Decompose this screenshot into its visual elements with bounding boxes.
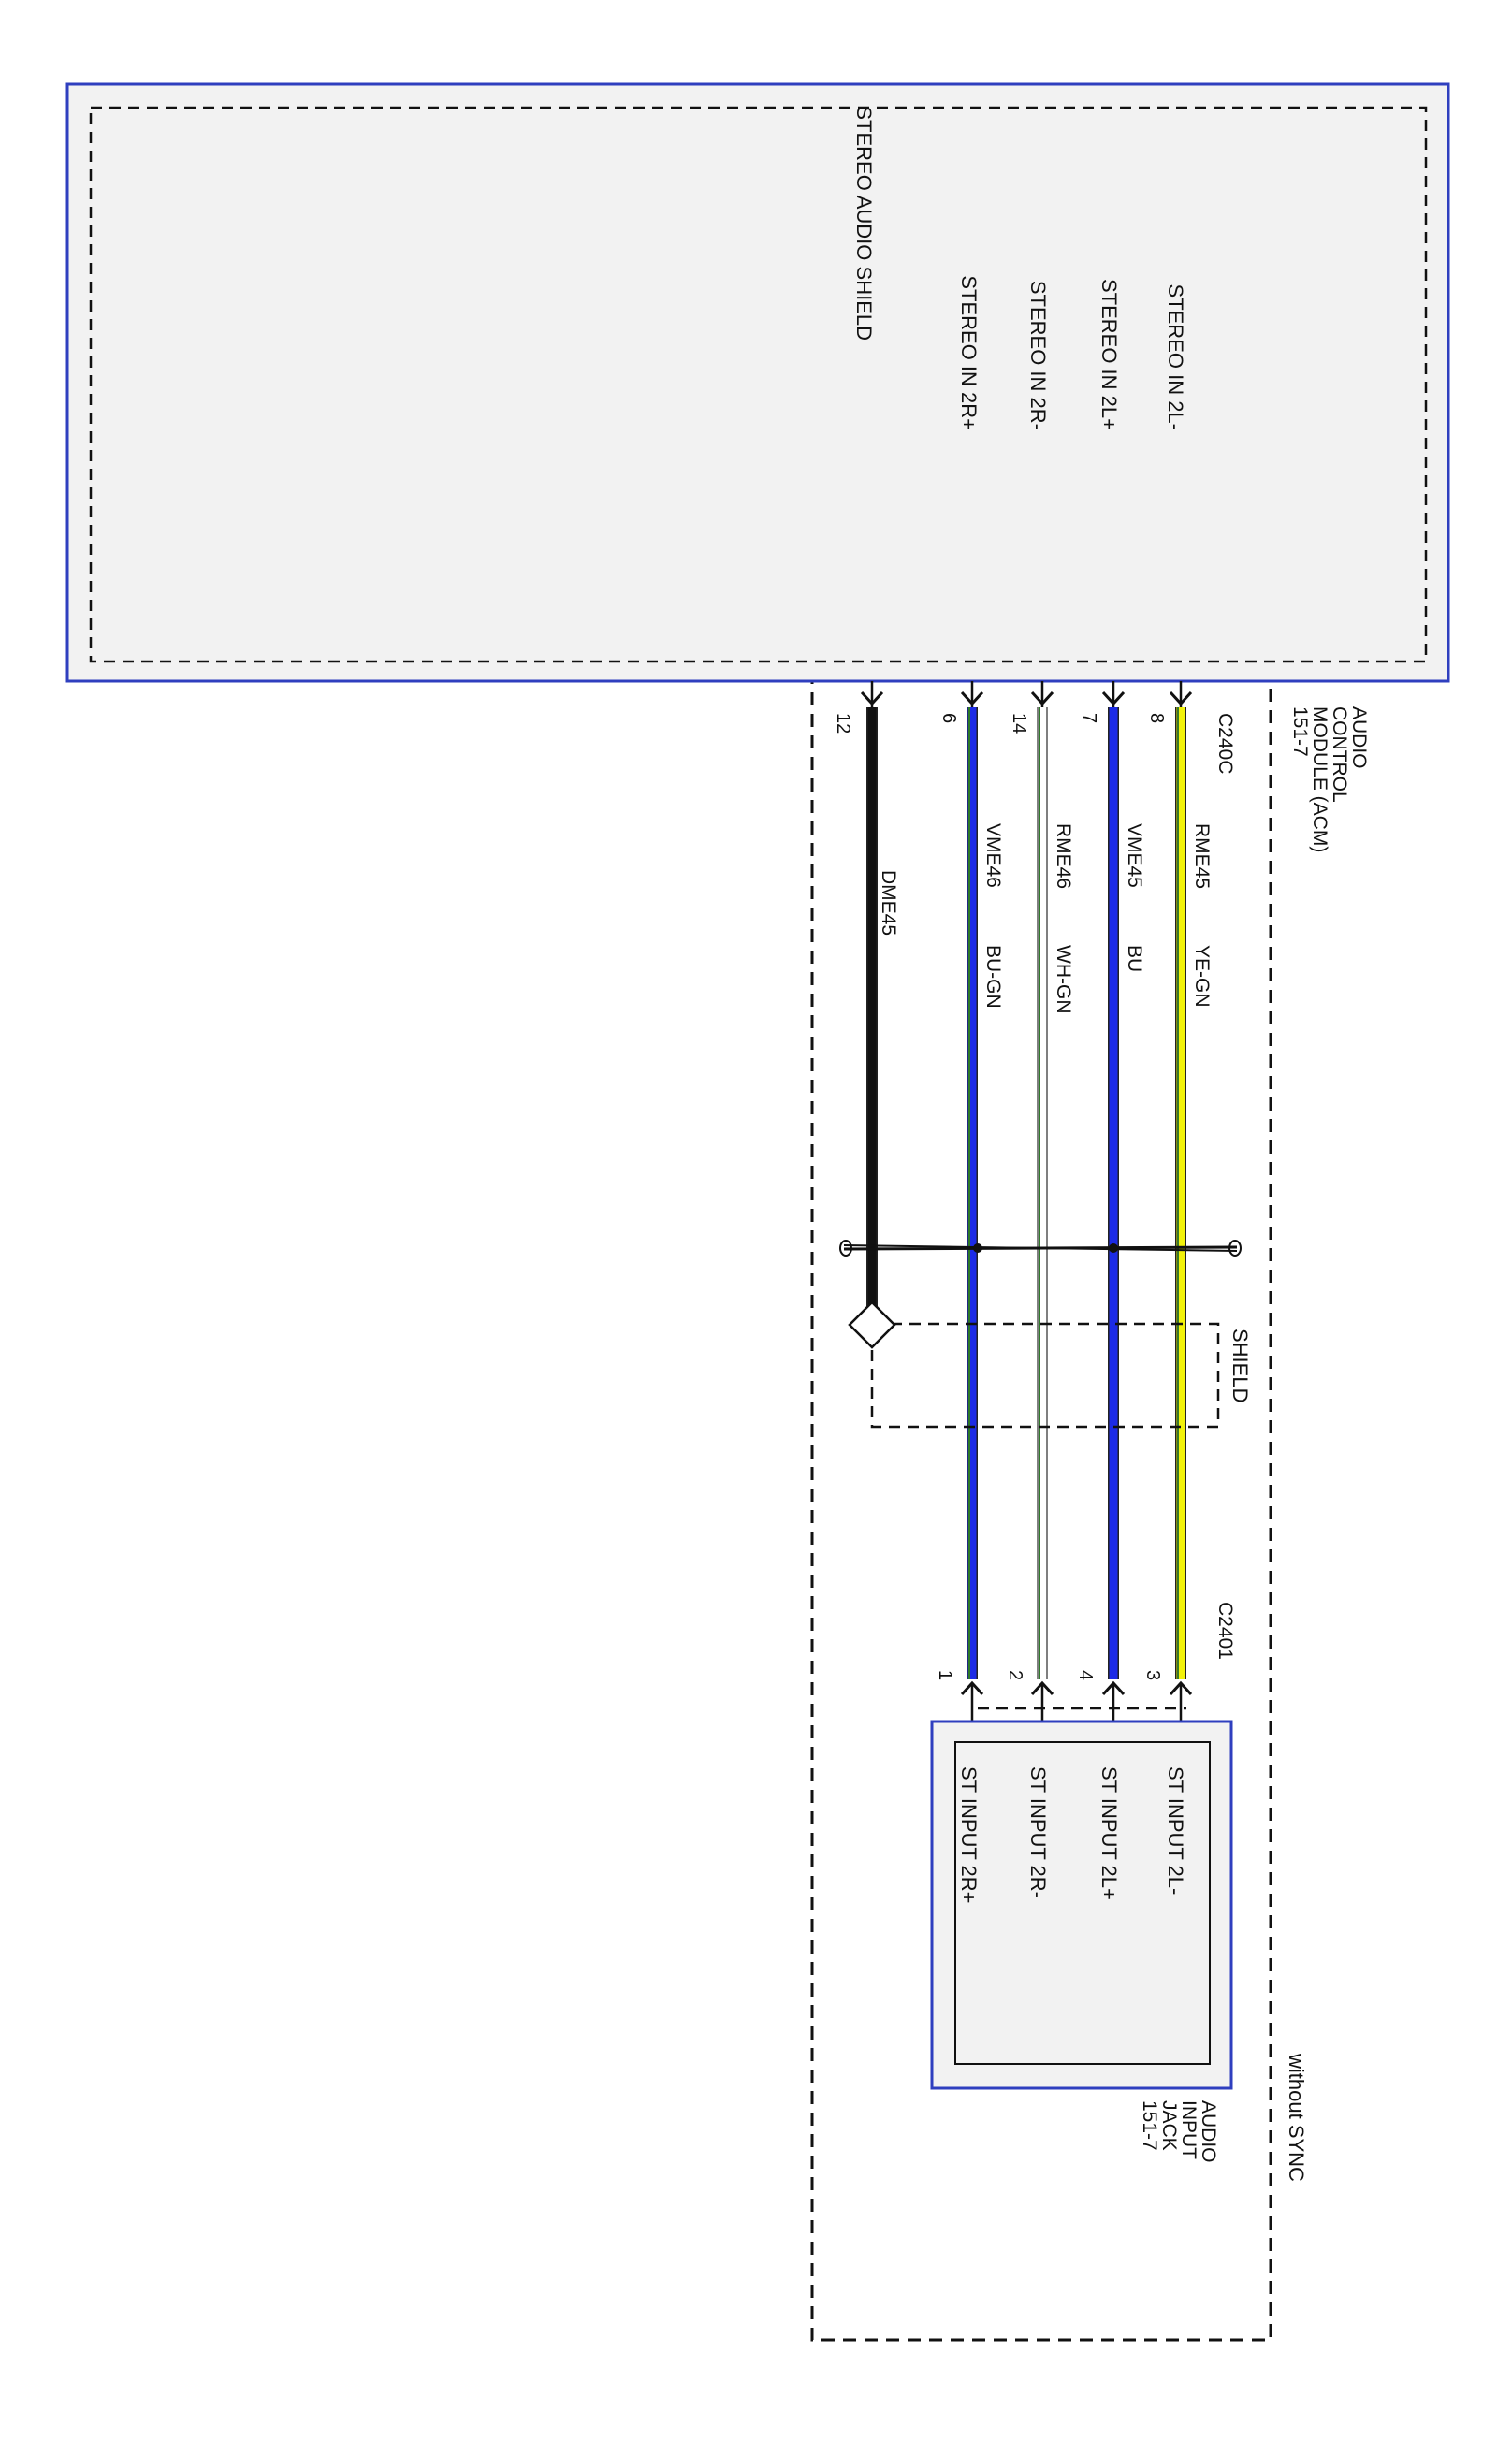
module-pin-number: 14 (1009, 713, 1029, 734)
module-pin-label: STEREO IN 2L- (1164, 284, 1187, 430)
jack-pin-number: 2 (1005, 1670, 1025, 1680)
module-pin-label: STEREO IN 2L+ (1098, 279, 1121, 430)
module-terminal (1030, 690, 1054, 706)
acm-name: AUDIO CONTROL MODULE (ACM) 151-7 (1289, 706, 1370, 852)
acm-box (65, 82, 1450, 683)
wires (860, 681, 1193, 1742)
jack-name: AUDIO INPUT JACK 151-7 (1139, 2100, 1219, 2163)
acm-name-line: AUDIO (1348, 706, 1370, 769)
shield-outline (870, 1322, 1220, 1429)
audio-input-jack (930, 1707, 1233, 2090)
module-pin-label: STEREO IN 2R+ (957, 275, 981, 430)
bundle-line (843, 1244, 1238, 1252)
bundle-splice (1109, 1243, 1118, 1253)
jack-pin-label: ST INPUT 2L+ (1098, 1766, 1121, 1900)
bundle-end (1228, 1240, 1242, 1257)
jack-pin-number: 4 (1075, 1670, 1096, 1680)
shield (848, 1300, 1220, 1429)
jack-name-line: INPUT (1178, 2100, 1199, 2159)
jack-pin-label: ST INPUT 2R- (1026, 1766, 1050, 1898)
jack-name-line: AUDIO (1198, 2100, 1219, 2163)
twisted-pair-bundle (839, 1240, 1242, 1257)
module-pin-label: STEREO AUDIO SHIELD (852, 106, 876, 341)
jack-connector-label: C2401 (1214, 1602, 1236, 1660)
jack-pin-number: 1 (935, 1670, 955, 1680)
wire-circuit-label: RME45 (1191, 823, 1213, 889)
audio-control-module (65, 82, 1450, 683)
wire-circuit-label: RME46 (1053, 823, 1074, 889)
acm-name-line: MODULE (ACM) (1309, 706, 1330, 852)
jack-name-line: JACK (1158, 2100, 1180, 2151)
module-pin-number: 7 (1079, 713, 1099, 723)
wire-color-label: WH-GN (1053, 945, 1074, 1013)
shield-label: SHIELD (1228, 1329, 1252, 1402)
bundle-end (839, 1240, 852, 1257)
jack-pin-label: ST INPUT 2R+ (957, 1766, 981, 1904)
acm-inner-dashed (89, 106, 1428, 663)
module-pin-number: 8 (1146, 713, 1167, 723)
module-terminal (960, 690, 984, 706)
jack-name-line: 151-7 (1139, 2100, 1160, 2151)
shield-drain-symbol (848, 1300, 896, 1349)
without-sync-region (810, 134, 1272, 2342)
bundle-splice (973, 1243, 982, 1253)
wire-circuit-label: VME45 (1124, 823, 1145, 888)
wire-color-label: YE-GN (1191, 945, 1213, 1008)
module-pin-label: STEREO IN 2R- (1026, 281, 1050, 430)
jack-inner (954, 1741, 1211, 2065)
module-connector-label: C240C (1214, 713, 1236, 774)
wire-color-label: BU-GN (982, 945, 1004, 1009)
module-pin-number: 6 (938, 713, 959, 723)
module-terminal (1169, 690, 1193, 706)
module-terminal (860, 690, 884, 706)
acm-name-line: CONTROL (1329, 706, 1350, 803)
wire-circuit-label: DME45 (878, 870, 899, 936)
wire-circuit-label: VME46 (982, 823, 1004, 888)
module-pin-number: 12 (833, 713, 853, 734)
module-terminal (1101, 690, 1126, 706)
jack-pin-number: 3 (1142, 1670, 1163, 1680)
jack-pin-label: ST INPUT 2L- (1164, 1766, 1187, 1895)
without-sync-label: without SYNC (1285, 2053, 1308, 2182)
wire-color-label: BU (1124, 945, 1145, 972)
acm-name-line: 151-7 (1289, 706, 1311, 757)
